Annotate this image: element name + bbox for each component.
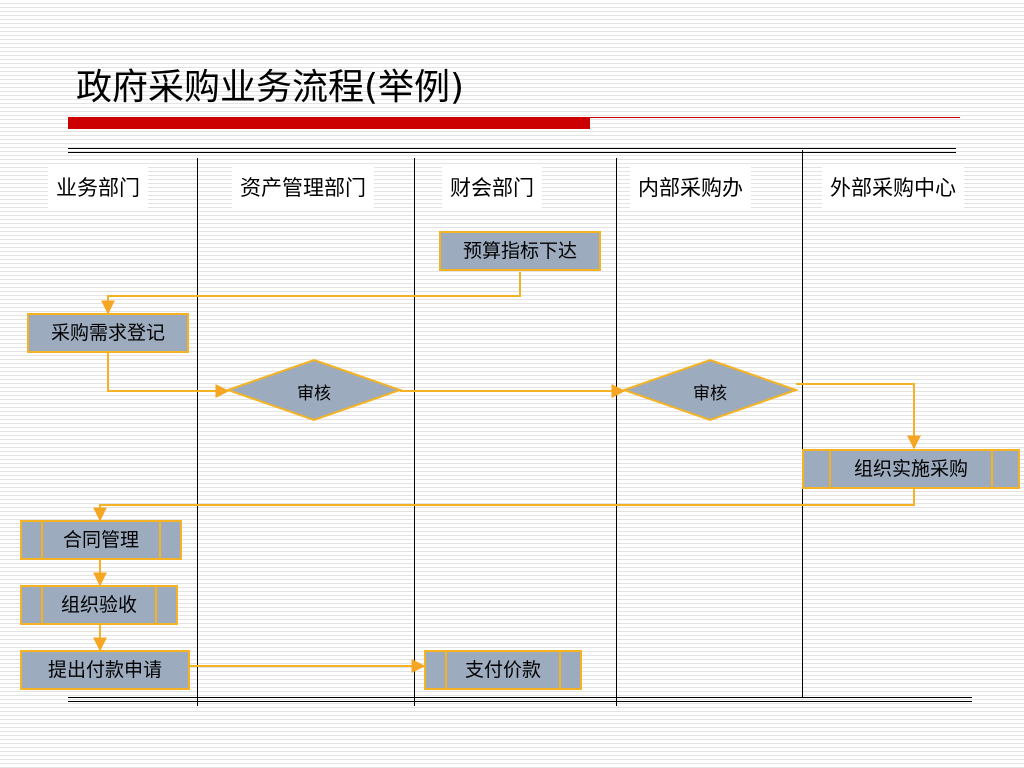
review1-diamond xyxy=(224,358,404,422)
lane-header-internal-procurement: 内部采购办 xyxy=(630,166,751,210)
arrow-procure-to-contract xyxy=(93,489,915,522)
slide-title: 政府采购业务流程(举例) xyxy=(76,67,465,108)
review2-diamond xyxy=(620,358,800,422)
review1-label: 审核 xyxy=(297,384,331,404)
title-accent-bar xyxy=(68,117,590,129)
lane-header-business: 业务部门 xyxy=(48,166,148,210)
table-top-border xyxy=(68,148,956,149)
step-pay: 支付价款 xyxy=(424,650,582,690)
lane-header-external-procurement: 外部采购中心 xyxy=(822,166,964,210)
review2-label: 审核 xyxy=(693,384,727,404)
lane-divider-3 xyxy=(616,158,617,706)
step-acceptance-label: 组织验收 xyxy=(60,594,137,616)
title-accent-line xyxy=(590,117,960,118)
step-contract-management: 合同管理 xyxy=(20,520,182,560)
lane-divider-4 xyxy=(802,150,803,698)
step-organize-procurement: 组织实施采购 xyxy=(802,449,1020,489)
arrow-review2-to-procure xyxy=(796,383,921,450)
arrow-request-to-review1 xyxy=(107,352,230,398)
lane-header-assets: 资产管理部门 xyxy=(232,166,374,210)
step-budget-issued: 预算指标下达 xyxy=(439,231,601,271)
step-payment-request: 提出付款申请 xyxy=(20,650,190,690)
lane-divider-1 xyxy=(197,158,198,706)
step-organize-procurement-label: 组织实施采购 xyxy=(853,458,968,480)
step-budget-issued-label: 预算指标下达 xyxy=(462,240,577,262)
step-purchase-request: 采购需求登记 xyxy=(27,313,189,353)
table-bottom-border xyxy=(68,697,972,698)
table-bottom-border-inner xyxy=(68,701,972,702)
step-pay-label: 支付价款 xyxy=(464,659,541,681)
step-contract-management-label: 合同管理 xyxy=(62,529,139,551)
lane-header-finance: 财会部门 xyxy=(442,166,542,210)
arrow-budget-to-request xyxy=(101,272,521,315)
step-purchase-request-label: 采购需求登记 xyxy=(50,322,165,344)
step-acceptance: 组织验收 xyxy=(20,585,178,625)
table-top-border-inner xyxy=(68,152,956,153)
lane-divider-2 xyxy=(414,158,415,706)
step-payment-request-label: 提出付款申请 xyxy=(47,659,162,681)
